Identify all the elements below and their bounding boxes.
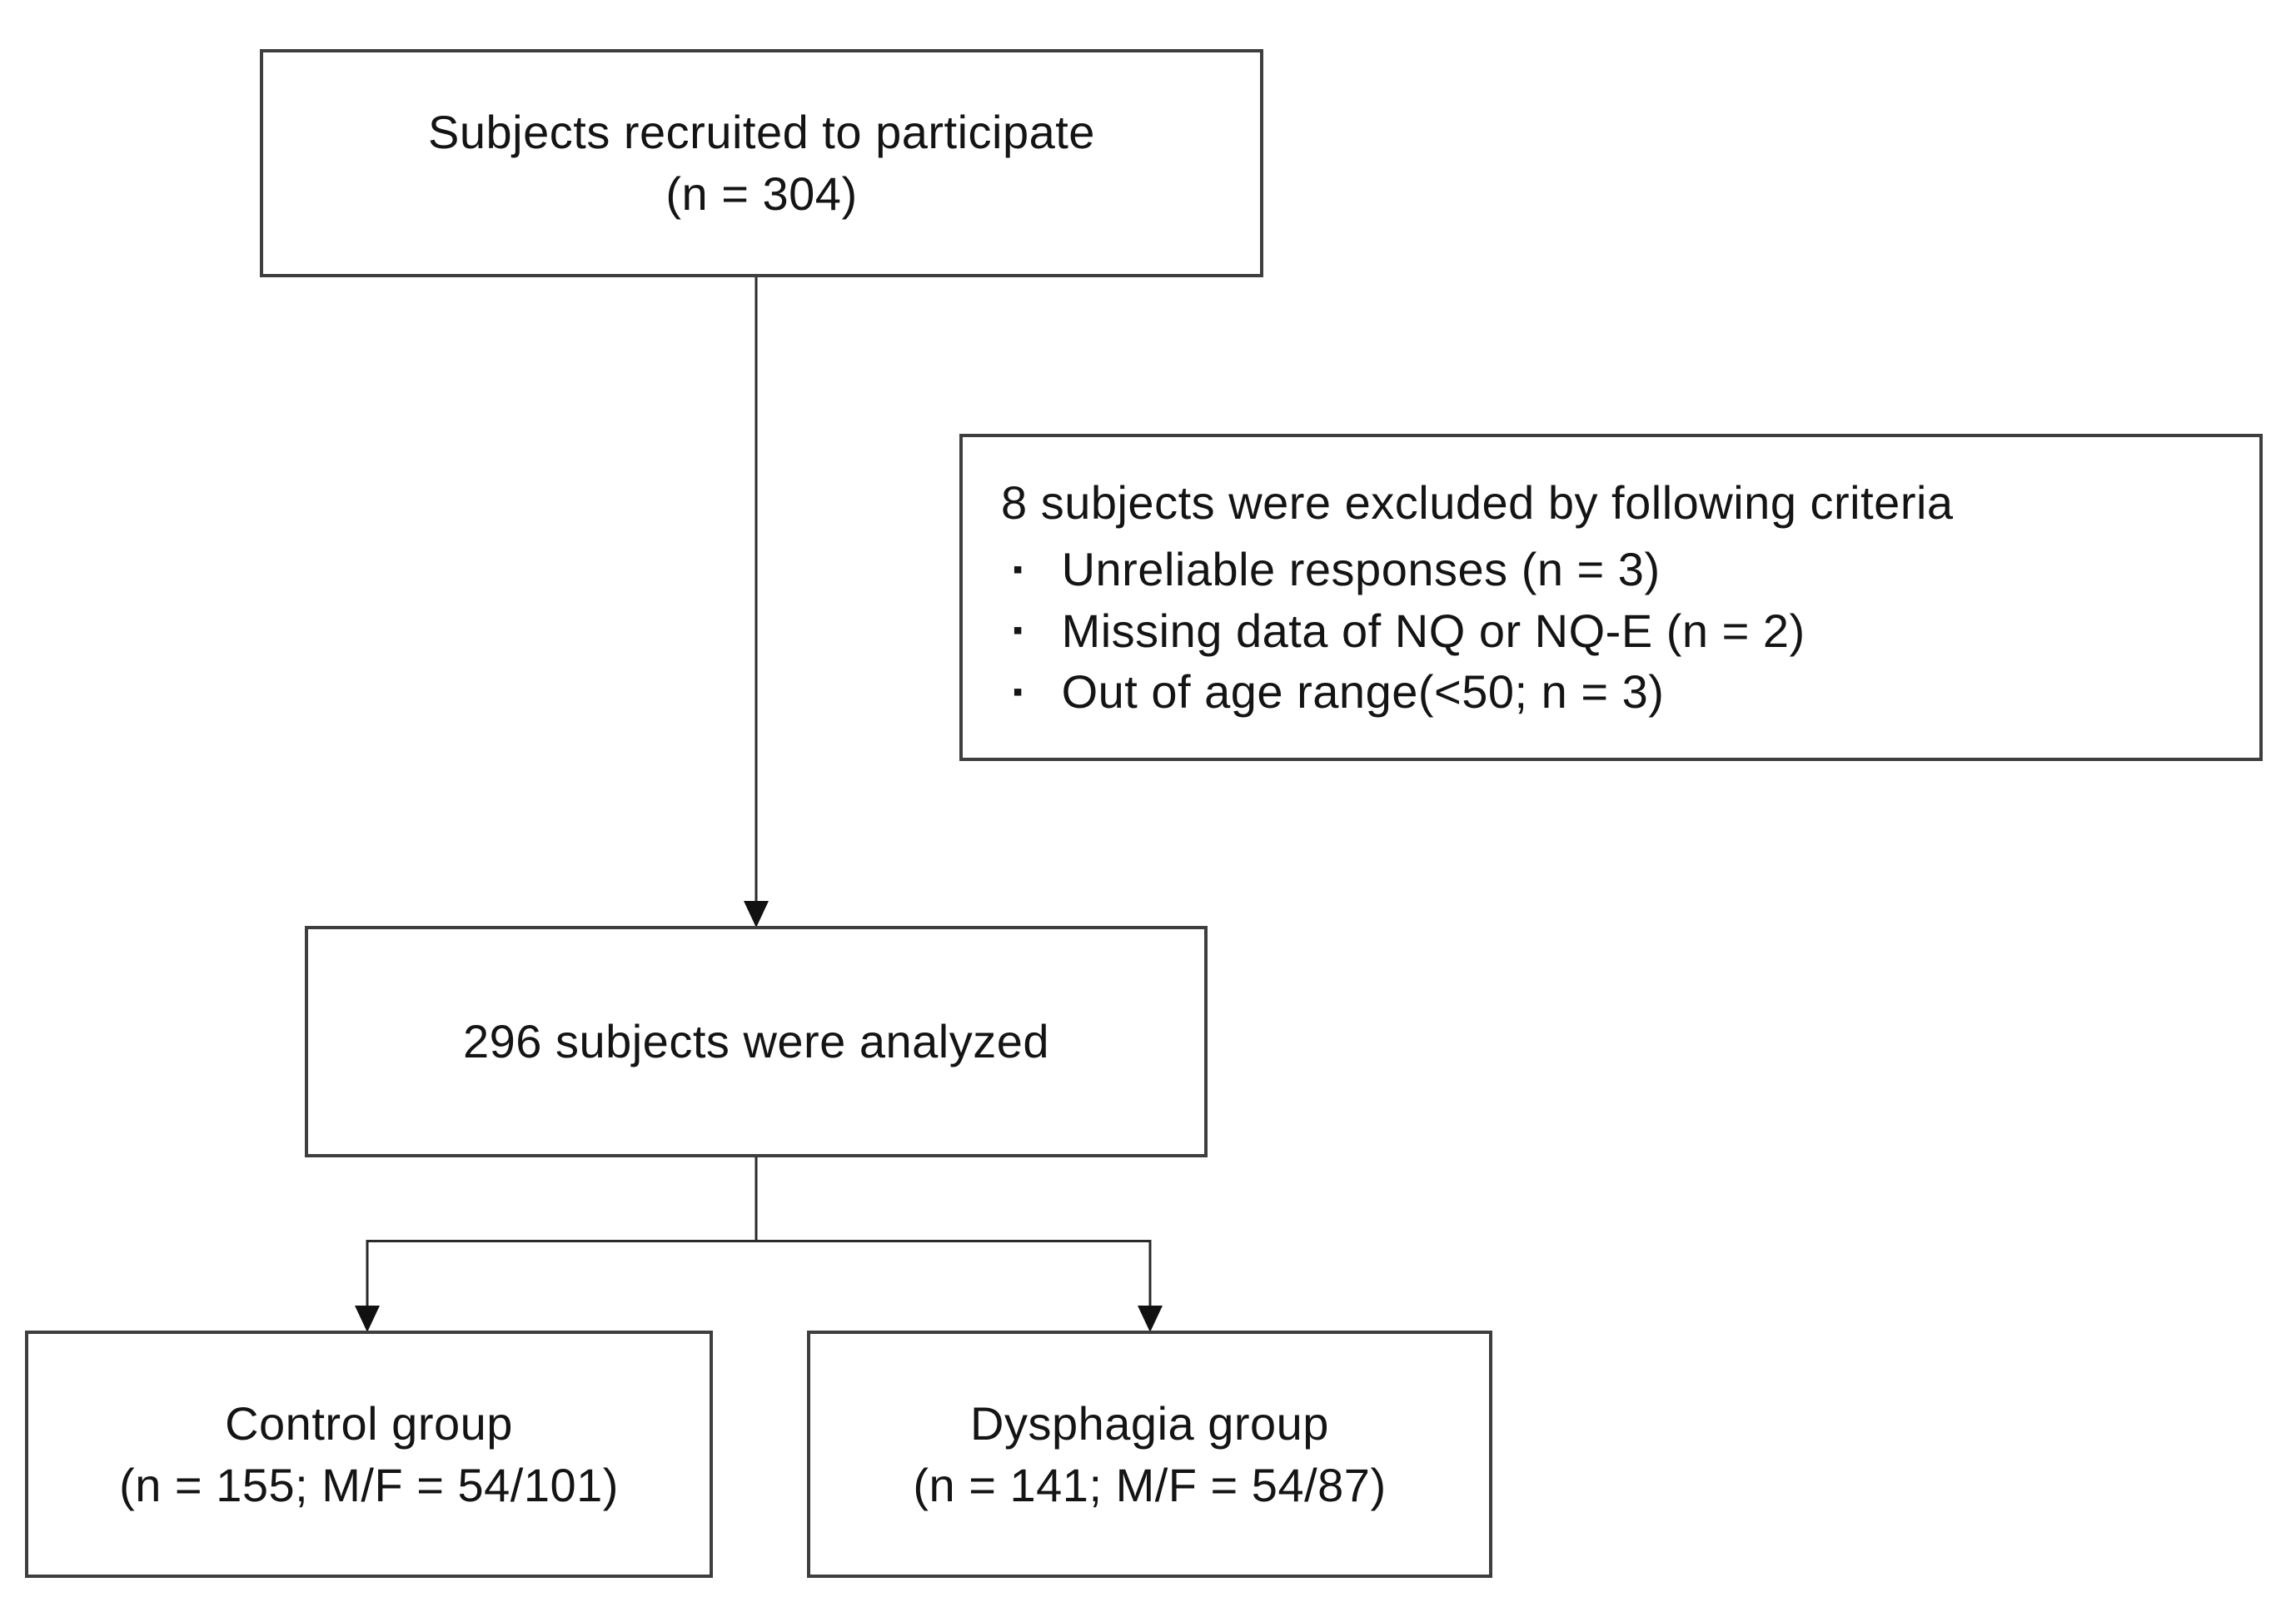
arrowhead-down-icon xyxy=(744,901,769,928)
bullet-square-icon: ▪ xyxy=(1013,614,1023,647)
node-subjects-recruited: Subjects recruited to participate (n = 3… xyxy=(260,49,1263,277)
node-control-group: Control group (n = 155; M/F = 54/101) xyxy=(25,1331,713,1578)
node-text-line: Subjects recruited to participate xyxy=(428,106,1095,159)
exclusion-list-item: ▪ Unreliable responses (n = 3) xyxy=(1001,539,1805,600)
node-dysphagia-group: Dysphagia group (n = 141; M/F = 54/87) xyxy=(807,1331,1492,1578)
node-text-line: Control group xyxy=(225,1396,513,1450)
node-text-line: (n = 304) xyxy=(665,167,858,220)
node-subjects-analyzed: 296 subjects were analyzed xyxy=(305,926,1208,1157)
node-text-line: Dysphagia group xyxy=(970,1396,1329,1450)
node-text-line: (n = 141; M/F = 54/87) xyxy=(913,1458,1387,1511)
arrowhead-down-icon xyxy=(1138,1306,1163,1332)
exclusion-item-text: Out of age range(<50; n = 3) xyxy=(1061,665,1665,719)
exclusion-item-text: Missing data of NQ or NQ-E (n = 2) xyxy=(1061,604,1805,657)
exclusion-list-item: ▪ Missing data of NQ or NQ-E (n = 2) xyxy=(1001,600,1805,662)
bullet-square-icon: ▪ xyxy=(1013,676,1023,709)
exclusion-title: 8 subjects were excluded by following cr… xyxy=(1001,475,1954,529)
exclusion-list: ▪ Unreliable responses (n = 3) ▪ Missing… xyxy=(1001,539,1805,724)
bullet-square-icon: ▪ xyxy=(1013,553,1023,585)
arrowhead-down-icon xyxy=(355,1306,380,1332)
exclusion-list-item: ▪ Out of age range(<50; n = 3) xyxy=(1001,661,1805,723)
node-text-line: 296 subjects were analyzed xyxy=(462,1015,1050,1068)
node-text-line: (n = 155; M/F = 54/101) xyxy=(119,1458,619,1511)
node-exclusion-criteria: 8 subjects were excluded by following cr… xyxy=(959,434,2263,761)
exclusion-item-text: Unreliable responses (n = 3) xyxy=(1061,542,1661,595)
